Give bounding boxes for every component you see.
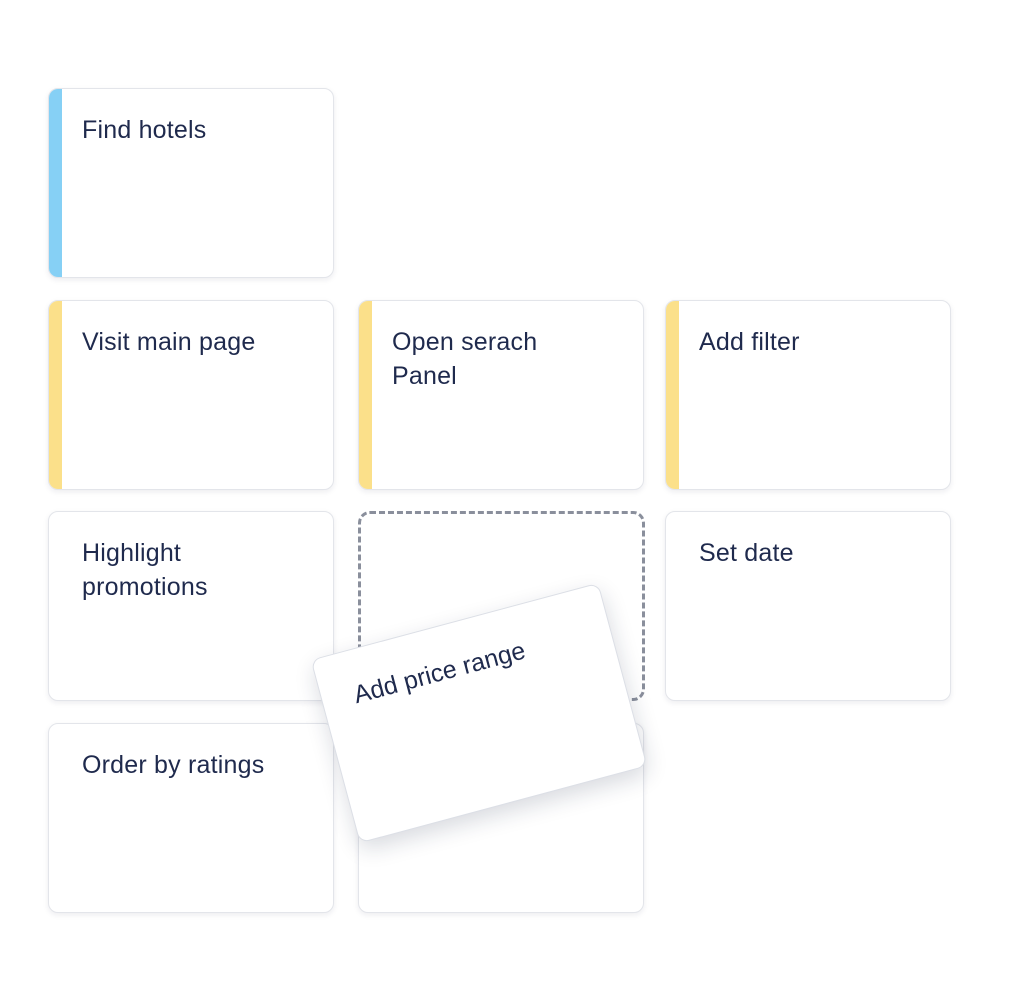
card-highlight-promotions[interactable]: Highlight promotions — [48, 511, 334, 701]
card-open-search-panel[interactable]: Open serach Panel — [358, 300, 644, 490]
card-label: Visit main page — [82, 328, 256, 356]
card-label: Order by ratings — [82, 751, 265, 779]
card-label: Open serach Panel — [392, 328, 538, 390]
card-find-hotels[interactable]: Find hotels — [48, 88, 334, 278]
card-label: Add filter — [699, 328, 800, 356]
card-order-by-ratings[interactable]: Order by ratings — [48, 723, 334, 913]
card-label: Set date — [699, 539, 794, 567]
card-set-date[interactable]: Set date — [665, 511, 951, 701]
card-label: Highlight promotions — [82, 539, 208, 601]
card-label: Add price range — [350, 636, 529, 710]
card-add-filter[interactable]: Add filter — [665, 300, 951, 490]
card-accent-stripe — [666, 301, 679, 489]
card-visit-main-page[interactable]: Visit main page — [48, 300, 334, 490]
card-accent-stripe — [359, 301, 372, 489]
card-accent-stripe — [49, 89, 62, 277]
card-accent-stripe — [49, 301, 62, 489]
card-label: Find hotels — [82, 116, 207, 144]
